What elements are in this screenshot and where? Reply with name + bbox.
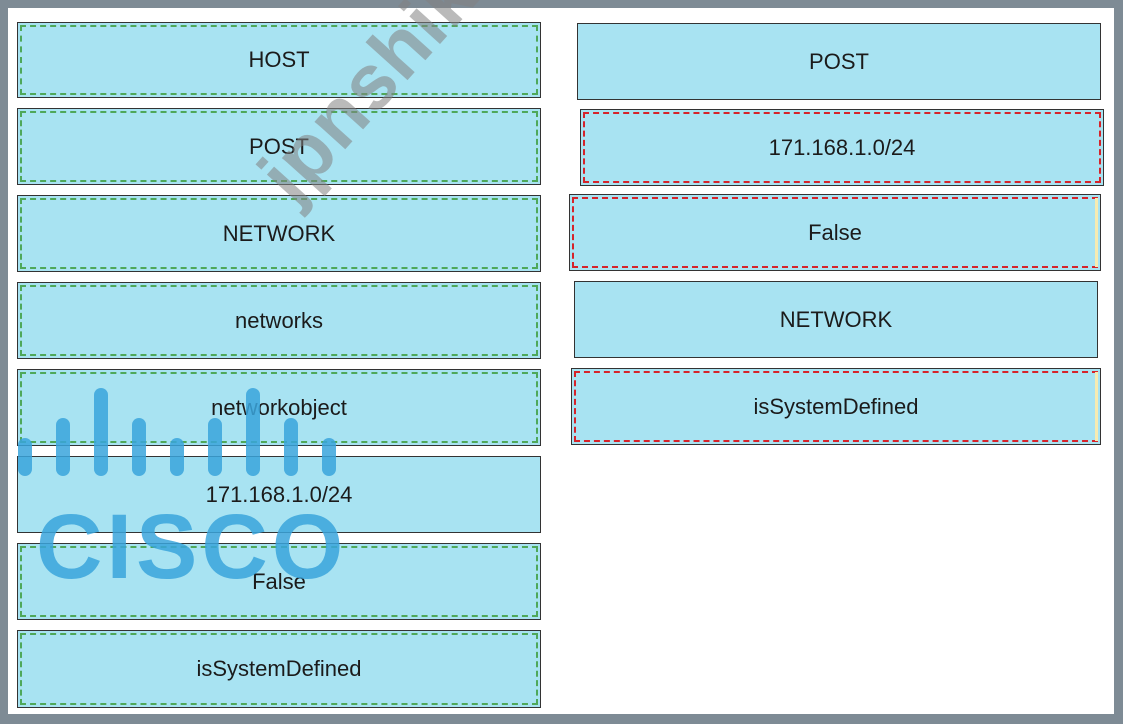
- drag-option-networkobject[interactable]: networkobject: [17, 369, 541, 446]
- option-label: networkobject: [211, 394, 347, 420]
- option-label: False: [252, 568, 306, 594]
- answer-slot-4[interactable]: NETWORK: [574, 281, 1098, 358]
- option-label: HOST: [248, 47, 310, 72]
- answer-label: NETWORK: [779, 306, 893, 332]
- option-label: networks: [234, 307, 324, 333]
- option-label: isSystemDefined: [196, 656, 362, 681]
- answer-label: POST: [809, 48, 869, 74]
- option-label: 171.168.1.0/24: [205, 481, 353, 507]
- option-label: NETWORK: [222, 220, 336, 246]
- slot-edge-highlight: [1095, 372, 1098, 441]
- answer-slot-2[interactable]: 171.168.1.0/24: [580, 109, 1104, 186]
- answer-slot-5[interactable]: isSystemDefined: [571, 368, 1101, 445]
- answer-label: isSystemDefined: [753, 393, 919, 419]
- drag-option-host[interactable]: HOST: [17, 22, 541, 98]
- slot-edge-highlight: [1095, 198, 1098, 267]
- drag-option-networks[interactable]: networks: [17, 282, 541, 359]
- option-label: POST: [249, 133, 309, 159]
- answer-slot-1[interactable]: POST: [577, 23, 1101, 100]
- answer-slot-3[interactable]: False: [569, 194, 1101, 271]
- drag-option-false[interactable]: False: [17, 543, 541, 620]
- answer-label: False: [808, 219, 862, 245]
- drag-option-post[interactable]: POST: [17, 108, 541, 185]
- answer-label: 171.168.1.0/24: [768, 134, 916, 160]
- drag-option-ip-address[interactable]: 171.168.1.0/24: [17, 456, 541, 533]
- drag-option-issystemdefined[interactable]: isSystemDefined: [17, 630, 541, 708]
- drag-option-network[interactable]: NETWORK: [17, 195, 541, 272]
- answer-area: HOST POST NETWORK networks networkobject…: [8, 0, 1114, 714]
